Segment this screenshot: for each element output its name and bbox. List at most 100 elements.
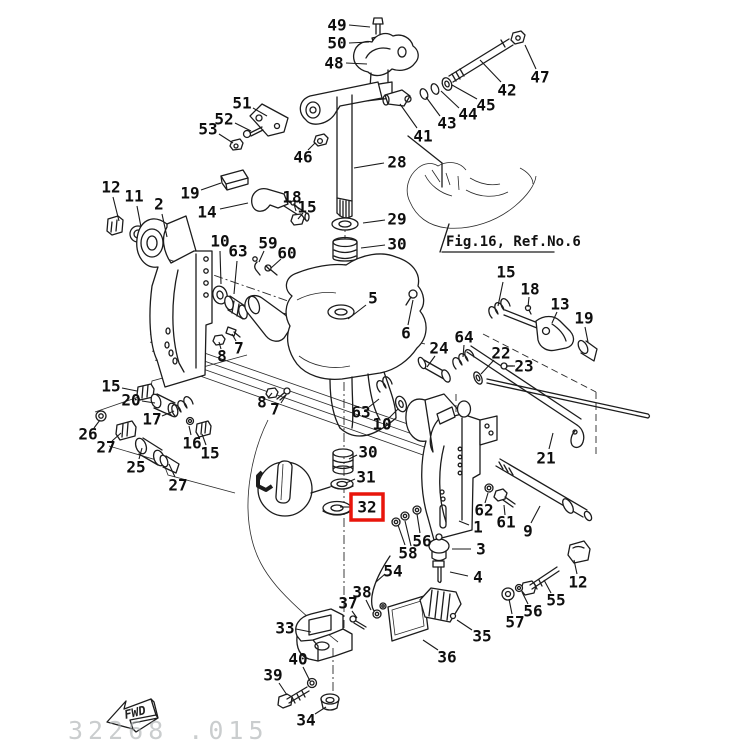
fwd-label: FWD	[123, 703, 147, 722]
upper-mount-group	[212, 256, 291, 346]
leader-line-6	[407, 299, 414, 326]
part-number-6: 6	[401, 324, 411, 343]
part-number-12: 12	[568, 573, 587, 592]
part-number-15: 15	[101, 377, 120, 396]
part-number-27: 27	[96, 438, 115, 457]
part-number-40: 40	[288, 650, 307, 669]
leader-line-35	[456, 619, 473, 631]
leader-line-2	[161, 213, 168, 238]
leader-line-5	[347, 304, 367, 320]
part-number-10: 10	[372, 415, 391, 434]
leader-line-41	[399, 103, 418, 129]
leader-line-31	[345, 478, 356, 484]
leader-line-63	[233, 260, 238, 295]
part-number-23: 23	[514, 357, 533, 376]
leader-line-25	[138, 447, 143, 460]
part-number-42: 42	[497, 81, 516, 100]
part-number-16: 16	[182, 434, 201, 453]
leader-line-7	[231, 333, 237, 342]
steering-shaft-group	[331, 94, 359, 262]
highlight-box-32	[349, 492, 385, 522]
part-number-21: 21	[536, 449, 555, 468]
leader-line-29	[362, 219, 386, 224]
leader-line-26	[93, 419, 101, 429]
part-number-33: 33	[275, 619, 294, 638]
leader-line-50	[348, 41, 370, 44]
part-number-9: 9	[523, 522, 533, 541]
part-number-49: 49	[327, 16, 346, 35]
part-number-2: 2	[154, 195, 164, 214]
part-number-60: 60	[277, 244, 296, 263]
leader-line-44	[440, 90, 460, 109]
leader-line-54	[375, 573, 386, 583]
part-number-19: 19	[180, 184, 199, 203]
part-number-24: 24	[429, 339, 448, 358]
part-number-45: 45	[476, 96, 495, 115]
part-number-37: 37	[338, 594, 357, 613]
part-number-46: 46	[293, 148, 312, 167]
part-number-30: 30	[387, 235, 406, 254]
leader-line-27	[168, 463, 176, 478]
part-number-62: 62	[474, 501, 493, 520]
part-number-51: 51	[232, 94, 251, 113]
part-number-1: 1	[473, 518, 483, 537]
part-number-20: 20	[121, 391, 140, 410]
part-number-55: 55	[546, 591, 565, 610]
leader-line-37	[351, 610, 358, 619]
leader-line-15	[497, 281, 504, 307]
part-number-8: 8	[257, 393, 267, 412]
part-number-12: 12	[101, 178, 120, 197]
part-number-54: 54	[383, 562, 402, 581]
fig16-reference-sketch: Fig.16, Ref.No.6	[406, 135, 581, 253]
leader-line-48	[345, 62, 368, 65]
part-number-13: 13	[550, 295, 569, 314]
part-number-43: 43	[437, 114, 456, 133]
part-number-36: 36	[437, 648, 456, 667]
part-number-63: 63	[228, 242, 247, 261]
clamp-bracket-left	[106, 215, 213, 388]
leader-line-45	[451, 84, 478, 100]
leader-line-59	[258, 250, 265, 263]
part-number-31: 31	[356, 468, 375, 487]
leader-line-9	[530, 505, 541, 524]
tilt-linkage-right	[417, 298, 651, 449]
part-number-35: 35	[472, 627, 491, 646]
watermark-text: 32268 .015	[68, 716, 269, 745]
leader-line-8	[267, 392, 273, 399]
part-number-58: 58	[398, 544, 417, 563]
leader-line-34	[314, 706, 327, 715]
part-number-15: 15	[200, 444, 219, 463]
leader-line-57	[508, 598, 513, 615]
part-number-57: 57	[505, 613, 524, 632]
part-number-18: 18	[520, 280, 539, 299]
part-number-10: 10	[210, 232, 229, 251]
part-number-44: 44	[458, 105, 477, 124]
leader-line-14	[219, 202, 249, 210]
leader-line-13	[551, 311, 558, 324]
leader-line-52	[234, 122, 252, 132]
leader-line-56	[521, 591, 529, 605]
leader-line-8	[218, 341, 222, 350]
part-number-30: 30	[358, 443, 377, 462]
part-number-52: 52	[214, 110, 233, 129]
part-number-39: 39	[263, 666, 282, 685]
part-number-17: 17	[142, 410, 161, 429]
leader-line-62	[484, 492, 489, 504]
leader-line-21	[548, 432, 554, 450]
leader-line-22	[480, 359, 495, 375]
leader-line-28	[353, 162, 385, 169]
leader-line-19	[584, 326, 589, 343]
part-number-50: 50	[327, 34, 346, 53]
leader-line-12	[573, 559, 578, 575]
leader-line-40	[302, 666, 311, 682]
part-number-59: 59	[258, 234, 277, 253]
leader-line-47	[524, 44, 537, 70]
steering-arm-assembly	[299, 17, 526, 147]
part-number-18: 18	[282, 188, 301, 207]
part-number-7: 7	[270, 400, 280, 419]
leader-line-38	[365, 599, 372, 611]
part-number-19: 19	[574, 309, 593, 328]
part-number-28: 28	[387, 153, 406, 172]
